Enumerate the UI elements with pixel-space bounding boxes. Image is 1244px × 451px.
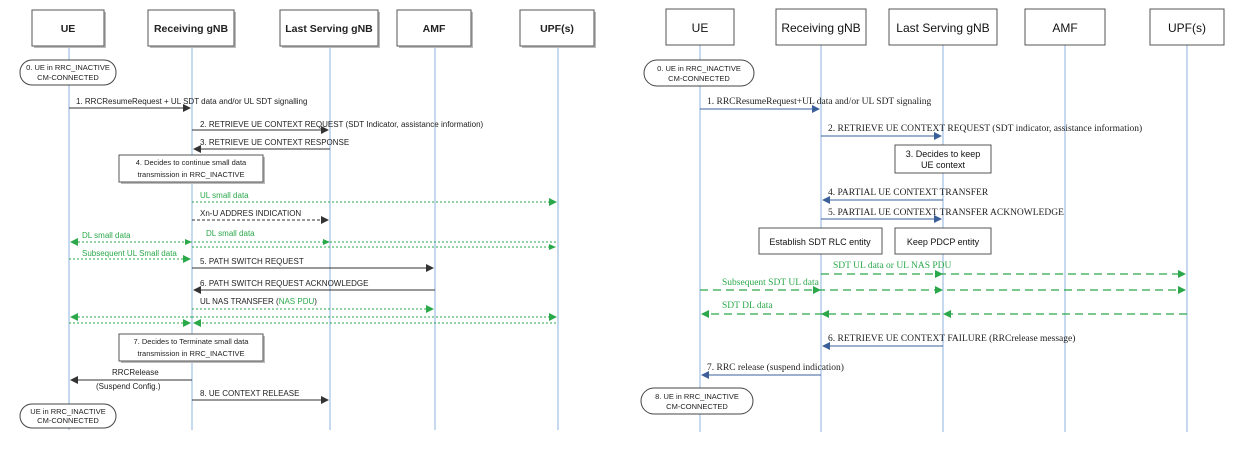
right-note-3-line2: UE context <box>921 160 966 170</box>
right-diagram: UE Receiving gNB Last Serving gNB AMF UP… <box>640 8 1225 432</box>
left-entity-upf <box>519 9 595 47</box>
left-dl-small-arrowhead-gnb <box>185 239 192 245</box>
right-end-state <box>640 387 754 415</box>
left-note-7 <box>118 333 264 362</box>
left-suspend-label: (Suspend Config.) <box>96 382 161 391</box>
left-entity-upf-label: UPF(s) <box>540 23 574 35</box>
left-entity-last-label: Last Serving gNB <box>285 23 373 35</box>
right-entity-amf <box>1024 8 1106 46</box>
right-entity-amf-label: AMF <box>1052 21 1077 35</box>
right-box-pdcp-label: Keep PDCP entity <box>907 237 980 247</box>
right-entity-ue-label: UE <box>692 21 709 35</box>
left-entity-ue <box>31 9 105 47</box>
left-msg-2-label: 2. RETRIEVE UE CONTEXT REQUEST (SDT Indi… <box>200 120 484 129</box>
left-note-4-line1: 4. Decides to continue small data <box>136 158 247 167</box>
left-dl-small-label: DL small data <box>206 229 255 238</box>
left-note-4 <box>118 154 264 183</box>
right-box-pdcp <box>894 227 992 255</box>
right-start-state <box>643 59 755 87</box>
left-note-7-line2: transmission in RRC_INACTIVE <box>137 349 244 358</box>
right-msg-1-label: 1. RRCResumeRequest+UL data and/or UL SD… <box>707 97 932 107</box>
right-msg-6-label: 6. RETRIEVE UE CONTEXT FAILURE (RRCrelea… <box>828 333 1075 344</box>
right-note-3-line1: 3. Decides to keep <box>906 149 981 159</box>
right-entity-last <box>888 8 998 46</box>
left-msg-6-label: 6. PATH SWITCH REQUEST ACKNOWLEDGE <box>200 279 368 288</box>
right-entity-receiving-label: Receiving gNB <box>781 21 860 35</box>
right-sdt-ul-arrowhead-last <box>935 270 943 278</box>
left-msg-3-label: 3. RETRIEVE UE CONTEXT RESPONSE <box>200 138 349 147</box>
right-start-state-line2: CM-CONNECTED <box>668 74 730 83</box>
right-start-state-line1: 0. UE in RRC_INACTIVE <box>657 64 741 73</box>
right-end-state-line2: CM-CONNECTED <box>666 402 728 411</box>
left-dl-small-arrowhead-last <box>323 239 330 245</box>
left-end-state-line2: CM-CONNECTED <box>37 416 99 425</box>
right-box-rlc-label: Establish SDT RLC entity <box>769 237 871 247</box>
right-entity-receiving <box>775 8 867 46</box>
left-start-state <box>19 59 117 86</box>
left-subseq-label: Subsequent UL Small data <box>82 249 177 258</box>
left-entity-last <box>279 9 379 47</box>
left-end-state-line1: UE in RRC_INACTIVE <box>30 407 105 416</box>
left-entity-receiving-label: Receiving gNB <box>154 23 229 35</box>
right-sdt-dl-arrowhead-gnb <box>821 310 829 318</box>
left-note-7-line1: 7. Decides to Terminate small data <box>134 337 250 346</box>
left-entity-amf <box>396 9 472 47</box>
left-entity-ue-label: UE <box>61 23 76 35</box>
right-subseq-label: Subsequent SDT UL data <box>722 278 820 288</box>
left-msg-8-label: 8. UE CONTEXT RELEASE <box>200 389 299 398</box>
left-diagram: UE Receiving gNB Last Serving gNB AMF UP… <box>19 9 596 430</box>
right-subseq-arrowhead-last <box>935 286 943 294</box>
right-entity-upf-label: UPF(s) <box>1168 21 1206 35</box>
left-end-state <box>19 403 117 429</box>
right-end-state-line1: 8. UE in RRC_INACTIVE <box>655 392 739 401</box>
left-entity-receiving <box>147 9 235 47</box>
right-msg-7-label: 7. RRC release (suspend indication) <box>707 362 844 373</box>
right-msg-2-label: 2. RETRIEVE UE CONTEXT REQUEST (SDT indi… <box>828 123 1142 134</box>
left-entity-amf-label: AMF <box>423 23 446 35</box>
left-start-state-line1: 0. UE in RRC_INACTIVE <box>26 63 110 72</box>
right-entity-ue <box>665 8 735 46</box>
left-msg-1-label: 1. RRCResumeRequest + UL SDT data and/or… <box>76 97 307 106</box>
right-sdt-dl-arrowhead-last <box>943 310 951 318</box>
left-dl-small-ue-label: DL small data <box>82 231 131 240</box>
right-msg-4-label: 4. PARTIAL UE CONTEXT TRANSFER <box>828 188 989 198</box>
left-ul-small-label: UL small data <box>200 191 249 200</box>
left-msg-5-label: 5. PATH SWITCH REQUEST <box>200 257 304 266</box>
right-entity-upf <box>1149 8 1225 46</box>
left-rrc-release-label: RRCRelease <box>112 368 159 377</box>
right-entity-last-label: Last Serving gNB <box>896 21 989 35</box>
right-box-rlc <box>758 227 883 255</box>
left-note-4-line2: transmission in RRC_INACTIVE <box>137 170 244 179</box>
left-start-state-line2: CM-CONNECTED <box>37 73 99 82</box>
right-msg-5-label: 5. PARTIAL UE CONTEXT TRANSFER ACKNOWLED… <box>828 208 1064 218</box>
right-sdt-dl-label: SDT DL data <box>722 301 773 311</box>
right-subseq-arrowhead-gnb <box>813 286 821 294</box>
left-nas-label: UL NAS TRANSFER (NAS PDU) <box>200 297 317 306</box>
right-note-3 <box>894 144 992 174</box>
left-xnu-label: Xn-U ADDRES INDICATION <box>200 209 301 218</box>
right-sdt-ul-label: SDT UL data or UL NAS PDU <box>833 261 952 271</box>
